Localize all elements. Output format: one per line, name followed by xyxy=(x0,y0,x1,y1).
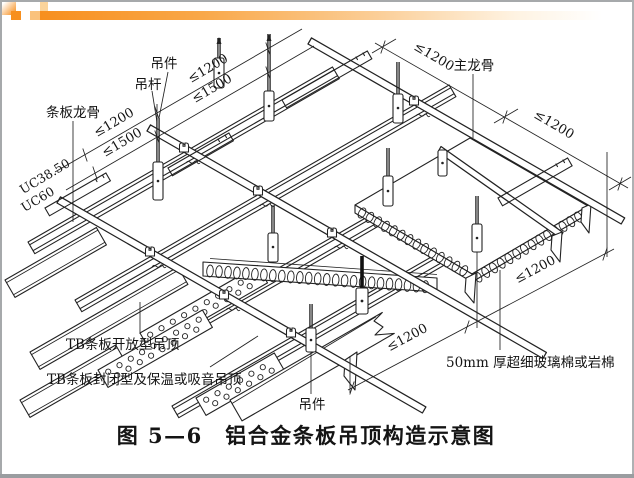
hanger-rod xyxy=(213,37,225,89)
hanger-rod xyxy=(267,205,279,263)
perforated-panels xyxy=(97,264,285,416)
page-border-top xyxy=(0,0,634,2)
perforation-dots xyxy=(203,364,275,407)
dim-1200-top-1: ≤1200 xyxy=(411,39,457,74)
hanger-rod xyxy=(471,196,483,253)
hanger-rod xyxy=(382,148,394,207)
hanger-rod xyxy=(263,34,275,122)
label-hanger-bottom: 吊件 xyxy=(299,397,326,413)
hanger-rod-thick xyxy=(355,256,369,315)
accent-square-orange xyxy=(11,11,21,20)
label-closed-type: TB条板封闭型及保温或吸音吊顶 xyxy=(47,371,241,388)
page-border-bottom xyxy=(0,474,634,478)
label-insulation: 50mm 厚超细玻璃棉或岩棉 xyxy=(446,354,615,371)
label-hanger-rod: 吊杆 xyxy=(135,77,162,93)
perforation-dots xyxy=(105,316,202,379)
label-main-keel: 主龙骨 xyxy=(454,58,495,74)
dimension-lines xyxy=(54,28,632,395)
open-strip-panels xyxy=(4,226,189,418)
glass-wool-coils xyxy=(357,207,469,277)
closed-panel-strip xyxy=(229,311,395,422)
hanger-rod xyxy=(305,304,317,353)
cutout-squiggles xyxy=(151,113,431,312)
label-strip-keel: 条板龙骨 xyxy=(46,104,100,121)
figure-caption: 图 5—6 铝合金条板吊顶构造示意图 xyxy=(117,423,496,448)
accent-square-pale xyxy=(40,2,48,12)
cross-channel-on-panel xyxy=(437,145,564,263)
leader-lines xyxy=(72,71,501,394)
hanger-rods xyxy=(152,34,483,353)
keel-hanger-clips xyxy=(144,95,420,338)
dim-1200-top-2: ≤1200 xyxy=(531,107,577,142)
keel-stubs xyxy=(44,50,573,217)
strip-keel-rails xyxy=(27,66,528,419)
page-border-left xyxy=(0,0,2,478)
glass-wool-coils xyxy=(206,264,430,294)
label-hanger-top: 吊件 xyxy=(151,56,178,72)
page-border-right xyxy=(632,0,634,478)
hanger-rod xyxy=(392,62,404,124)
hanger-rod xyxy=(152,118,164,201)
insulation-panel xyxy=(354,137,589,283)
accent-bar xyxy=(40,11,620,20)
accent-square-light xyxy=(30,11,40,20)
label-open-type: TB条板开放型吊顶 xyxy=(66,336,179,353)
